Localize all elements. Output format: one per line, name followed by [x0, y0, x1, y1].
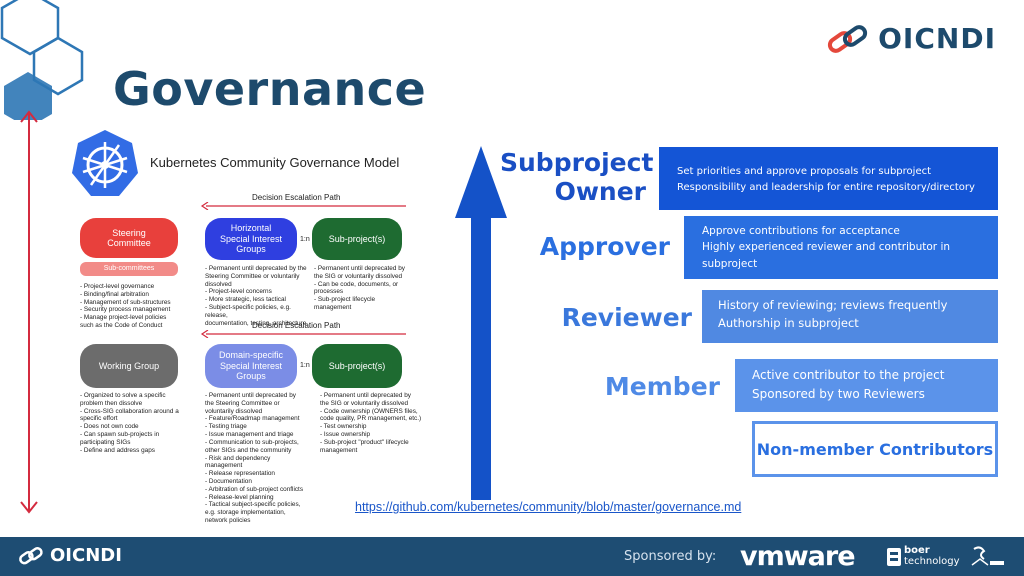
boer-text: boer — [904, 545, 930, 556]
escalation-arrow — [200, 330, 406, 338]
escalation-label: Decision Escalation Path — [252, 193, 341, 202]
escalation-up-arrow — [455, 146, 507, 500]
subproject-node: Sub-project(s) — [312, 344, 402, 388]
brand-name: OICNDI — [878, 22, 996, 55]
subproject-node: Sub-project(s) — [312, 218, 402, 260]
technology-text: technology — [904, 555, 960, 567]
role-approver-label: Approver — [539, 232, 670, 261]
boer-technology-logo: boer technology — [904, 545, 960, 567]
boer-logo-icon — [887, 548, 901, 566]
domain-sig-node: Domain-specific Special Interest Groups — [205, 344, 297, 388]
horizontal-sig-node: Horizontal Special Interest Groups — [205, 218, 297, 260]
footer-brand-name: OICNDI — [50, 545, 122, 566]
subproject-notes: - Permanent until deprecated by the SIG … — [320, 392, 422, 454]
role-nonmember-box: Non-member Contributors — [752, 421, 998, 477]
subcommittees-node: Sub-committees — [80, 262, 178, 276]
hexagon-decoration — [0, 0, 84, 120]
kubernetes-logo — [72, 130, 138, 196]
working-group-node: Working Group — [80, 344, 178, 388]
sponsored-label: Sponsored by: — [624, 549, 717, 564]
steering-committee-node: Steering Committee — [80, 218, 178, 258]
vmware-logo: vmware — [740, 541, 856, 572]
role-nonmember-label: Non-member Contributors — [756, 439, 994, 459]
vertical-arrow — [20, 110, 38, 514]
page-title: Governance — [113, 62, 427, 116]
role-member-box: Active contributor to the project Sponso… — [735, 359, 998, 412]
governance-link[interactable]: https://github.com/kubernetes/community/… — [355, 500, 742, 514]
steering-notes: - Project-level governance - Binding/fin… — [80, 283, 171, 330]
chain-link-icon — [19, 546, 43, 564]
domain-sig-notes: - Permanent until deprecated by the Stee… — [205, 392, 304, 524]
role-reviewer-label: Reviewer — [561, 303, 692, 332]
horizontal-sig-notes: - Permanent until deprecated by the Stee… — [205, 265, 307, 327]
chain-link-icon — [828, 24, 868, 53]
diagram-title: Kubernetes Community Governance Model — [150, 155, 400, 170]
footer-bar — [0, 537, 1024, 576]
working-group-notes: - Organized to solve a specific problem … — [80, 392, 179, 454]
role-owner-label: Subproject Owner — [500, 148, 654, 206]
ratio-label: 1:n — [300, 362, 310, 369]
partner-logo-icon — [971, 546, 1004, 566]
role-owner-box: Set priorities and approve proposals for… — [659, 147, 998, 210]
subproject-notes: - Permanent until deprecated by the SIG … — [314, 265, 405, 312]
escalation-label: Decision Escalation Path — [252, 321, 341, 330]
role-approver-box: Approve contributions for acceptance Hig… — [684, 216, 998, 279]
role-reviewer-box: History of reviewing; reviews frequently… — [702, 290, 998, 343]
ratio-label: 1:n — [300, 236, 310, 243]
escalation-arrow — [200, 202, 406, 210]
role-member-label: Member — [604, 372, 720, 401]
footer-brand: OICNDI — [18, 545, 122, 566]
brand-logo: OICNDI — [826, 22, 996, 55]
